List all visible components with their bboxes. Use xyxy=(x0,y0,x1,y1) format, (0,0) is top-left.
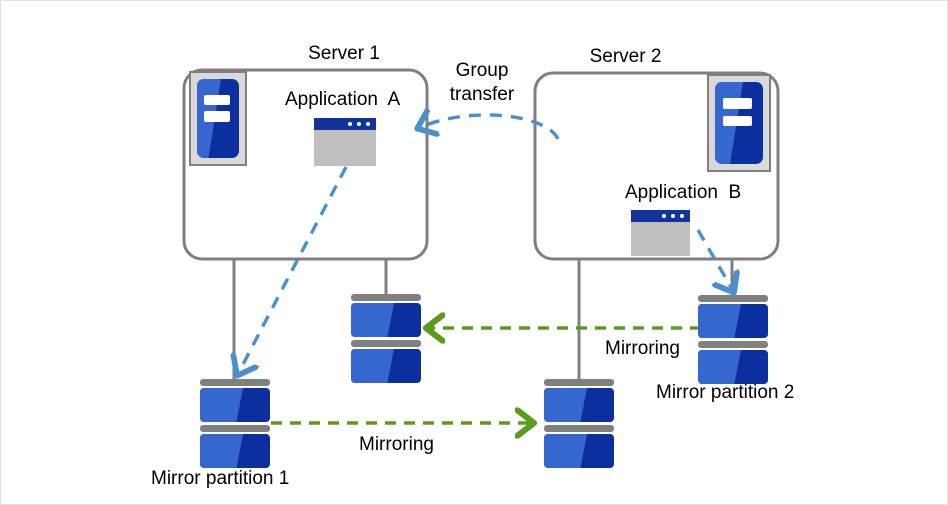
group-transfer-label-line2: transfer xyxy=(449,84,515,105)
application-a-label: Application A xyxy=(285,89,401,110)
server-1-enclosure xyxy=(182,68,429,261)
server-2-title: Server 2 xyxy=(589,46,662,67)
application-b-label: Application B xyxy=(625,182,742,203)
group-transfer-label-line1: Group xyxy=(455,60,509,81)
app-a-to-partition1-arrow xyxy=(239,166,348,372)
mirroring-lower-label: Mirroring xyxy=(359,434,434,455)
server-rack-icon xyxy=(707,74,771,172)
group-transfer-arrow xyxy=(421,115,560,140)
application-window-icon xyxy=(631,210,690,256)
mirror-partition-2-label: Mirror partition 2 xyxy=(656,382,795,403)
application-window-icon xyxy=(314,118,376,166)
app-b-to-partition2-arrow xyxy=(696,229,732,289)
partition-server2-inner-icon xyxy=(544,379,614,468)
mirroring-upper-label: Mirroring xyxy=(605,338,680,359)
mirror-partition-2-icon xyxy=(698,295,768,384)
server-1-title: Server 1 xyxy=(308,43,380,64)
partition-server1-inner-icon xyxy=(351,294,421,383)
server-rack-icon xyxy=(189,71,247,166)
mirror-partition-1-icon xyxy=(200,379,270,468)
server-2-enclosure xyxy=(533,71,780,261)
mirror-partition-1-label: Mirror partition 1 xyxy=(151,468,290,489)
